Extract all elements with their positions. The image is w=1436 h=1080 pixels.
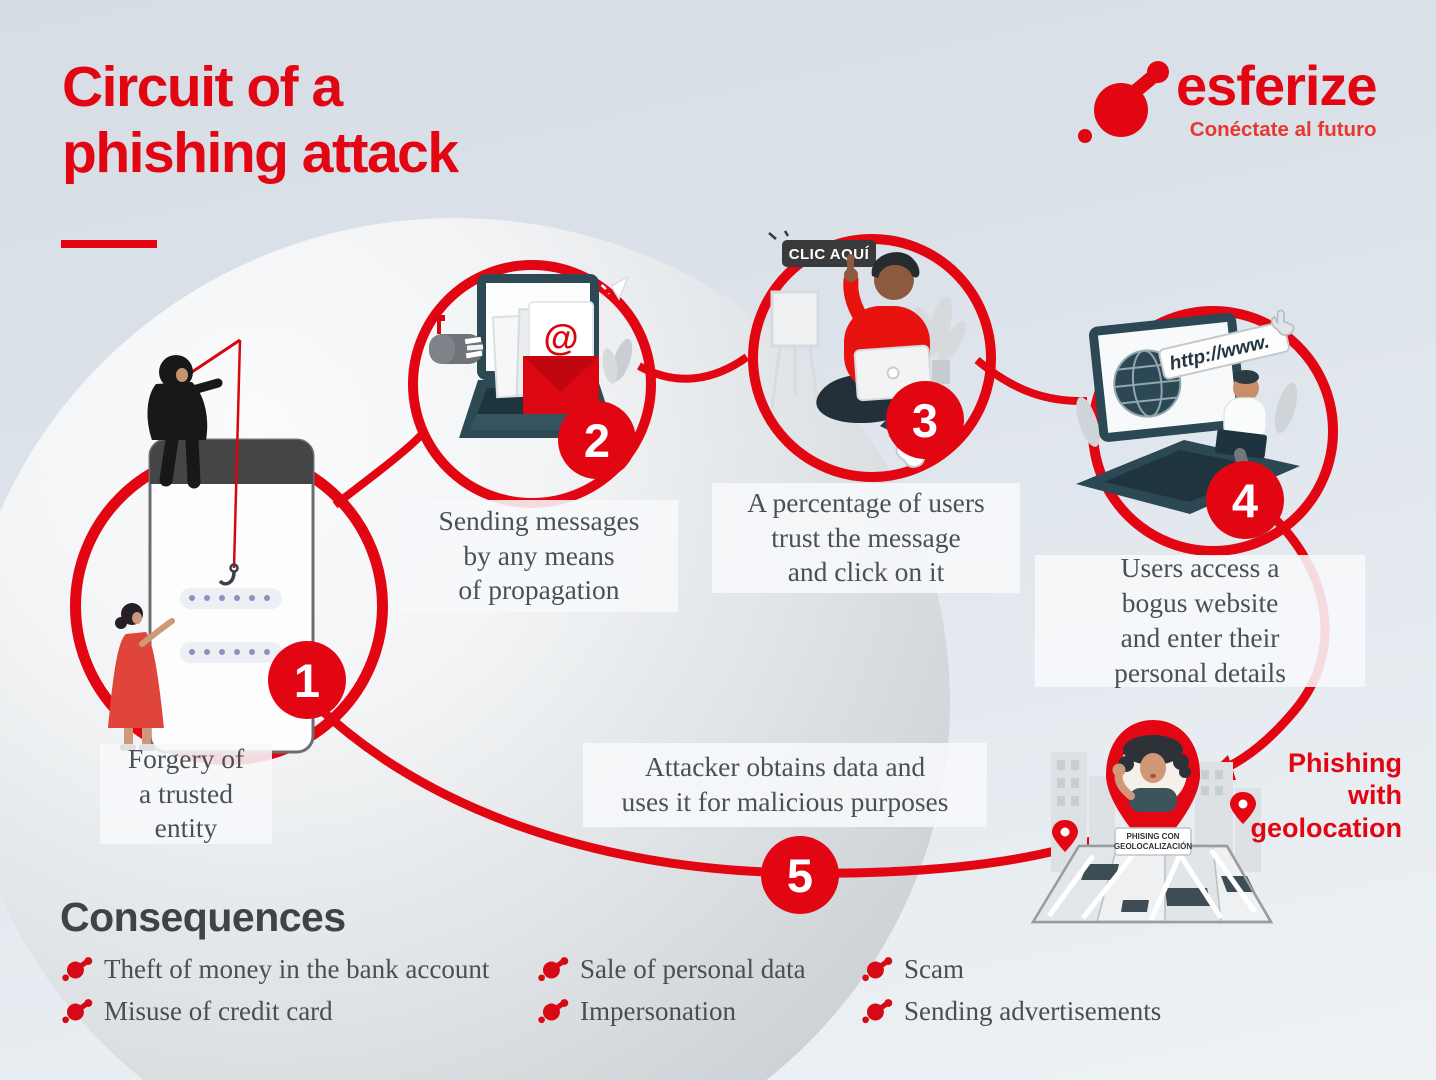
- esferize-bullet-icon: [62, 999, 93, 1024]
- caption-line: Forgery of: [127, 742, 245, 774]
- consequence-label: Scam: [904, 954, 964, 984]
- step-2-caption: Sending messages by any means of propaga…: [400, 500, 678, 612]
- geo-note-line: with: [1348, 780, 1402, 811]
- geolocation-note: Phishing with geolocation: [1250, 747, 1402, 844]
- step-2-number: 2: [583, 413, 611, 467]
- esferize-bullet-icon: [538, 957, 569, 982]
- globe-icon: [1113, 349, 1182, 418]
- map-pin-label-line-1: PHISING CON: [1127, 832, 1180, 841]
- step-5-badge: 5: [761, 836, 839, 914]
- clic-aqui-label: CLIC AQUÍ: [789, 246, 870, 263]
- consequences-heading: Consequences: [60, 894, 346, 940]
- step-5-number: 5: [786, 848, 814, 902]
- email-at-symbol: @: [543, 317, 578, 358]
- geo-note-line: Phishing: [1288, 748, 1402, 778]
- paper-plane-icon: [609, 275, 630, 301]
- esferize-bullet-icon: [862, 957, 893, 982]
- step-4-number: 4: [1231, 473, 1259, 527]
- plant-left: [1076, 397, 1100, 447]
- esferize-bullet-icon: [538, 999, 569, 1024]
- esferize-logo: esferize Conéctate al futuro: [1076, 54, 1378, 150]
- consequence-item: Misuse of credit card: [62, 996, 333, 1027]
- step-3-number: 3: [911, 393, 939, 447]
- step-1-badge: 1: [268, 641, 346, 719]
- clic-aqui-button: CLIC AQUÍ: [768, 230, 876, 267]
- cursor-hand-icon: [1270, 309, 1295, 336]
- page-title-line-1: Circuit of a: [62, 55, 343, 119]
- title-underline: [61, 240, 157, 248]
- consequence-item: Sale of personal data: [538, 954, 806, 985]
- caption-line: A percentage of users: [747, 486, 985, 518]
- caption-line: personal details: [1114, 656, 1286, 688]
- victim-figure: [108, 603, 175, 751]
- consequence-label: Sale of personal data: [580, 954, 806, 984]
- map-pin-label: PHISING CON GEOLOCALIZACIÓN: [1114, 827, 1192, 856]
- folded-map: [1030, 844, 1274, 924]
- consequence-label: Sending advertisements: [904, 996, 1162, 1026]
- step-1-number: 1: [293, 653, 321, 707]
- caption-line: bogus website: [1121, 587, 1279, 619]
- consequence-item: Theft of money in the bank account: [62, 954, 489, 985]
- caption-line: Sending messages: [438, 504, 640, 536]
- map-pin-small-right: [1230, 792, 1256, 824]
- geo-note-line: geolocation: [1250, 812, 1402, 843]
- map-pin-small-left: [1052, 820, 1078, 852]
- geolocation-map-illustration: PHISING CON GEOLOCALIZACIÓN: [1030, 720, 1274, 924]
- step-5-caption: Attacker obtains data and uses it for ma…: [583, 743, 987, 827]
- caption-line: entity: [154, 812, 218, 844]
- esferize-bullet-icon: [862, 999, 893, 1024]
- logo-name: esferize: [1176, 54, 1378, 117]
- logo-tagline: Conéctate al futuro: [1189, 118, 1377, 141]
- plant-right: [1274, 382, 1298, 434]
- consequence-item: Sending advertisements: [862, 996, 1161, 1027]
- map-pin-label-line-2: GEOLOCALIZACIÓN: [1114, 842, 1192, 851]
- step-4-caption: Users access a bogus website and enter t…: [1035, 552, 1365, 688]
- woman-in-pin: [1112, 735, 1191, 812]
- caption-line: uses it for malicious purposes: [621, 786, 949, 817]
- step-3-caption: A percentage of users trust the message …: [712, 483, 1020, 593]
- easel: [770, 290, 820, 409]
- mailbox: [429, 315, 484, 364]
- caption-line: a trusted: [139, 777, 233, 809]
- consequence-item: Impersonation: [538, 996, 736, 1027]
- email-sending-illustration: @: [429, 274, 633, 438]
- caption-line: and click on it: [787, 556, 945, 588]
- step-2-badge: 2: [558, 401, 636, 479]
- step-4-badge: 4: [1206, 461, 1284, 539]
- consequence-label: Impersonation: [580, 996, 736, 1026]
- page-title-line-2: phishing attack: [62, 121, 459, 186]
- page-title: Circuit of a phishing attack: [62, 54, 459, 186]
- consequence-item: Scam: [862, 954, 964, 985]
- consequence-label: Misuse of credit card: [104, 996, 333, 1026]
- esferize-bullet-icon: [62, 957, 93, 982]
- esferize-logo-icon: [1078, 61, 1169, 143]
- caption-line: trust the message: [771, 521, 961, 553]
- caption-line: of propagation: [458, 574, 620, 606]
- caption-line: Users access a: [1120, 552, 1280, 584]
- plant: [602, 338, 633, 384]
- step-3-ring: [748, 234, 996, 482]
- caption-line: and enter their: [1120, 622, 1280, 653]
- consequence-label: Theft of money in the bank account: [104, 954, 490, 984]
- geolocation-pin: [1106, 720, 1200, 854]
- step-1-caption: Forgery of a trusted entity: [100, 742, 272, 844]
- hacker-figure: [147, 355, 223, 489]
- password-fields: [180, 588, 282, 663]
- caption-line: by any means: [463, 539, 615, 571]
- connector-1-5-map: [313, 702, 1102, 878]
- step-3-badge: 3: [886, 381, 964, 459]
- caption-line: Attacker obtains data and: [644, 751, 926, 783]
- connector-1-2: [332, 429, 427, 509]
